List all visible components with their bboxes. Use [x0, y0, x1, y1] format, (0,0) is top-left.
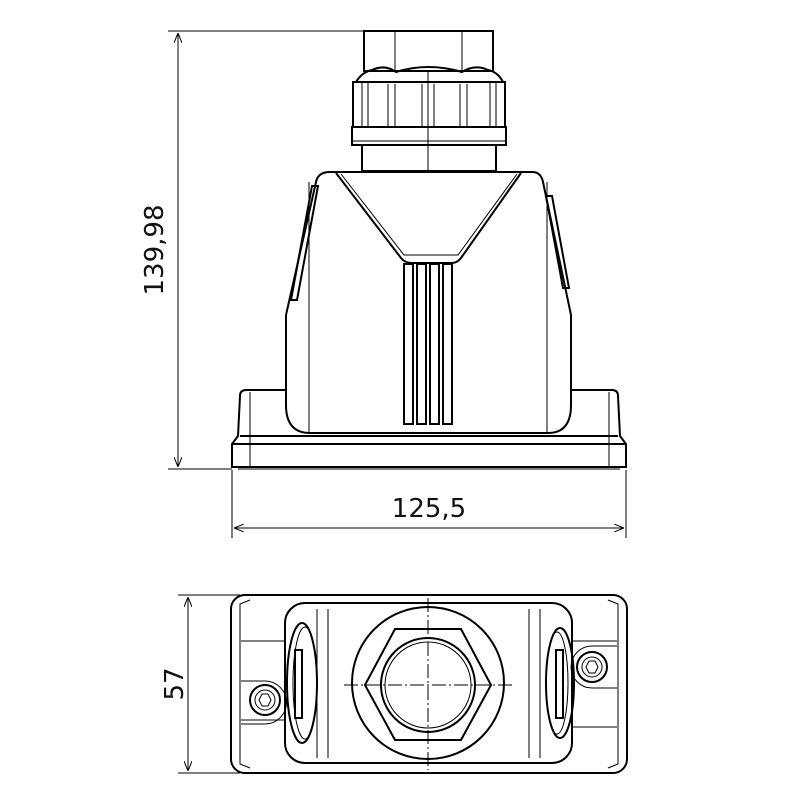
height-label: 139,98: [140, 205, 170, 296]
depth-label: 57: [160, 667, 190, 700]
screw-left: [241, 680, 287, 725]
width-dimension: 125,5: [231, 470, 627, 538]
cable-gland: [351, 30, 507, 172]
hood-body: [285, 171, 572, 434]
top-view: [230, 594, 628, 774]
width-label: 125,5: [392, 494, 466, 524]
depth-dimension: 57: [160, 594, 240, 774]
base-flange: [231, 389, 627, 470]
screw-right: [570, 645, 617, 689]
height-dimension: 139,98: [140, 30, 364, 470]
front-view: [231, 30, 627, 470]
